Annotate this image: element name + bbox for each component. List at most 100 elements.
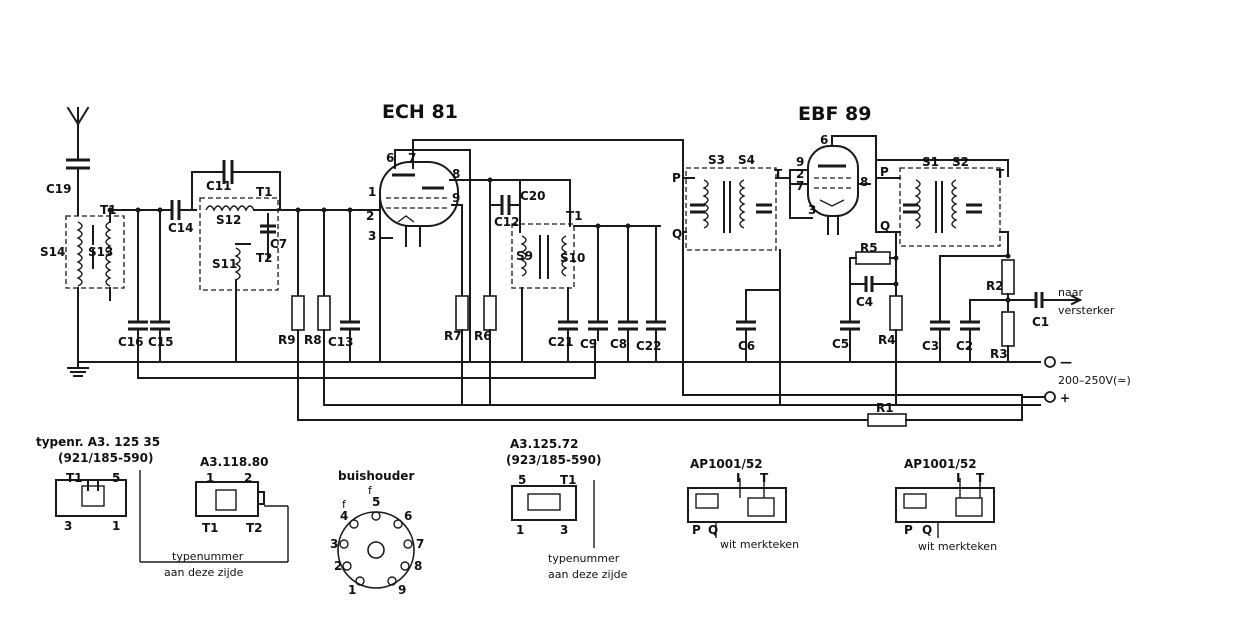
- legend-typenummer-1a: typenummer: [172, 550, 244, 563]
- legend-ap1001-b: AP1001/52: [904, 457, 977, 471]
- tube-label-ech81: ECH 81: [382, 101, 458, 123]
- fp5-p: P: [904, 523, 913, 537]
- label-t1-a: T1: [100, 203, 117, 217]
- sock-1: 1: [348, 583, 356, 597]
- fp1-5: 5: [112, 471, 120, 485]
- label-r6: R6: [474, 329, 492, 343]
- fp2-2: 2: [244, 471, 252, 485]
- plus-label: +: [1060, 391, 1070, 405]
- fp1-3: 3: [64, 519, 72, 533]
- sock-7: 7: [416, 537, 424, 551]
- sock-8: 8: [414, 559, 422, 573]
- pin-3-ebf: 3: [808, 203, 816, 217]
- label-c8: C8: [610, 337, 627, 351]
- label-r4: R4: [878, 333, 896, 347]
- sock-f-a: f: [368, 484, 373, 497]
- legend-wit-a: wit merkteken: [720, 538, 799, 551]
- label-c15: C15: [148, 335, 174, 349]
- label-s14: S14: [40, 245, 65, 259]
- fp4-q: Q: [708, 523, 718, 537]
- label-s4: S4: [738, 153, 755, 167]
- input-coil-s14-s13: [65, 215, 125, 289]
- if-transformer-s1-s2: [899, 167, 1001, 247]
- tube-ech81: [379, 139, 684, 363]
- label-c16: C16: [118, 335, 144, 349]
- cap-c20-c12: [489, 179, 521, 233]
- pin-6-ebf: 6: [820, 133, 828, 147]
- label-s12: S12: [216, 213, 241, 227]
- fp3-1: 1: [516, 523, 524, 537]
- legend-typenummer-2a: typenummer: [548, 552, 620, 565]
- label-s13: S13: [88, 245, 113, 259]
- label-c6: C6: [738, 339, 755, 353]
- legend-typenr: typenr. A3. 125 35: [36, 435, 160, 449]
- fp4-i: I: [736, 471, 740, 485]
- sock-2: 2: [334, 559, 342, 573]
- audio-output-network: [930, 231, 1083, 363]
- resistor-r1: [867, 413, 907, 427]
- sock-f-b: f: [342, 498, 347, 511]
- label-t1-b: T1: [256, 185, 273, 199]
- fp5-q: Q: [922, 523, 932, 537]
- legend-typenr-sub: (921/185-590): [58, 451, 153, 465]
- label-c11: C11: [206, 179, 232, 193]
- legend-buishouder: buishouder: [338, 469, 414, 483]
- pin-8-ebf: 8: [860, 175, 868, 189]
- fp1-1: 1: [112, 519, 120, 533]
- label-t1-c: T1: [566, 209, 583, 223]
- label-c1: C1: [1032, 315, 1049, 329]
- pin-8-ech: 8: [452, 167, 460, 181]
- ground-symbol: [67, 361, 89, 377]
- label-c22: C22: [636, 339, 662, 353]
- terminal-t-a: T: [774, 167, 783, 181]
- supply-label: 200–250V(≃): [1058, 374, 1131, 387]
- label-s1: S1: [922, 155, 939, 169]
- legend-a3-118: A3.118.80: [200, 455, 269, 469]
- label-t2: T2: [256, 251, 273, 265]
- label-r7: R7: [444, 329, 462, 343]
- fp2-t1: T1: [202, 521, 219, 535]
- detector-network: [840, 231, 903, 406]
- label-r1: R1: [876, 401, 894, 415]
- label-s3: S3: [708, 153, 725, 167]
- cap-c14: [170, 200, 197, 220]
- footprint-a3-12535: [55, 470, 289, 563]
- legend-typenummer-2b: aan deze zijde: [548, 568, 628, 581]
- pin-1-ech: 1: [368, 185, 376, 199]
- label-r5: R5: [860, 241, 878, 255]
- label-s11: S11: [212, 257, 237, 271]
- fp4-p: P: [692, 523, 701, 537]
- sock-3: 3: [330, 537, 338, 551]
- sock-6: 6: [404, 509, 412, 523]
- fp3-5: 5: [518, 473, 526, 487]
- fp2-1: 1: [206, 471, 214, 485]
- label-c7: C7: [270, 237, 287, 251]
- label-c3: C3: [922, 339, 939, 353]
- fp5-t: T: [976, 471, 985, 485]
- if-transformer-s3-s4: [685, 167, 791, 251]
- terminal-p-a: P: [672, 171, 681, 185]
- label-c9: C9: [580, 337, 597, 351]
- tube-label-ebf89: EBF 89: [798, 103, 872, 125]
- fp1-t1: T1: [66, 471, 83, 485]
- sock-9: 9: [398, 583, 406, 597]
- label-c5: C5: [832, 337, 849, 351]
- minus-label: —: [1060, 355, 1072, 369]
- label-c21: C21: [548, 335, 574, 349]
- antenna: [66, 106, 90, 216]
- label-c4: C4: [856, 295, 873, 309]
- label-c19: C19: [46, 182, 72, 196]
- label-c12: C12: [494, 215, 520, 229]
- sock-4: 4: [340, 509, 348, 523]
- fp5-i: I: [956, 471, 960, 485]
- fp2-t2: T2: [246, 521, 263, 535]
- pin-7-ebf: 7: [796, 179, 804, 193]
- footprint-a3-12572: [511, 480, 595, 548]
- pin-2-ech: 2: [366, 209, 374, 223]
- pin-6-ech: 6: [386, 151, 394, 165]
- resistors-r7-r6: [455, 177, 497, 406]
- terminal-q-b: Q: [880, 219, 890, 233]
- terminal-p-b: P: [880, 165, 889, 179]
